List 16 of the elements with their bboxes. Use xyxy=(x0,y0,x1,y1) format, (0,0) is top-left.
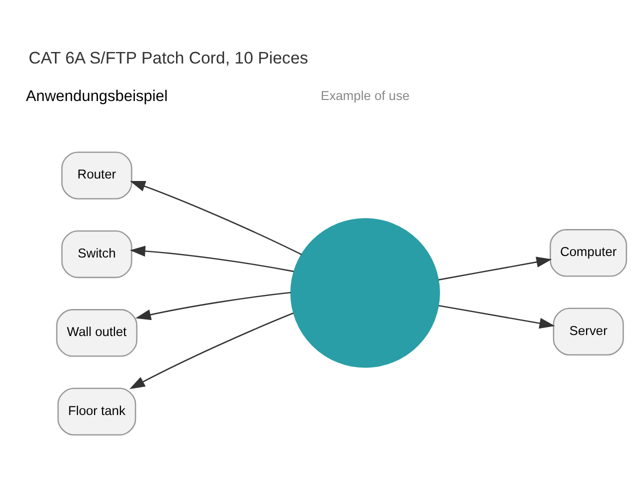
node-box: Switch xyxy=(61,230,132,278)
node-box: Floor tank xyxy=(57,388,136,436)
label: Example of use xyxy=(320,88,410,103)
label: Anwendungsbeispiel xyxy=(26,88,168,105)
arrow xyxy=(438,256,552,280)
arrow xyxy=(130,181,302,256)
arrow xyxy=(129,312,294,390)
arrow xyxy=(130,246,294,272)
node-box: Computer xyxy=(550,229,628,277)
node-circle xyxy=(290,218,440,368)
arrow xyxy=(438,304,555,329)
diagram-title: CAT 6A S/FTP Patch Cord, 10 Pieces xyxy=(28,48,308,68)
node-box: Router xyxy=(61,152,132,200)
node-box: Server xyxy=(552,308,624,356)
node-box: Wall outlet xyxy=(56,309,138,357)
arrow xyxy=(135,292,291,320)
